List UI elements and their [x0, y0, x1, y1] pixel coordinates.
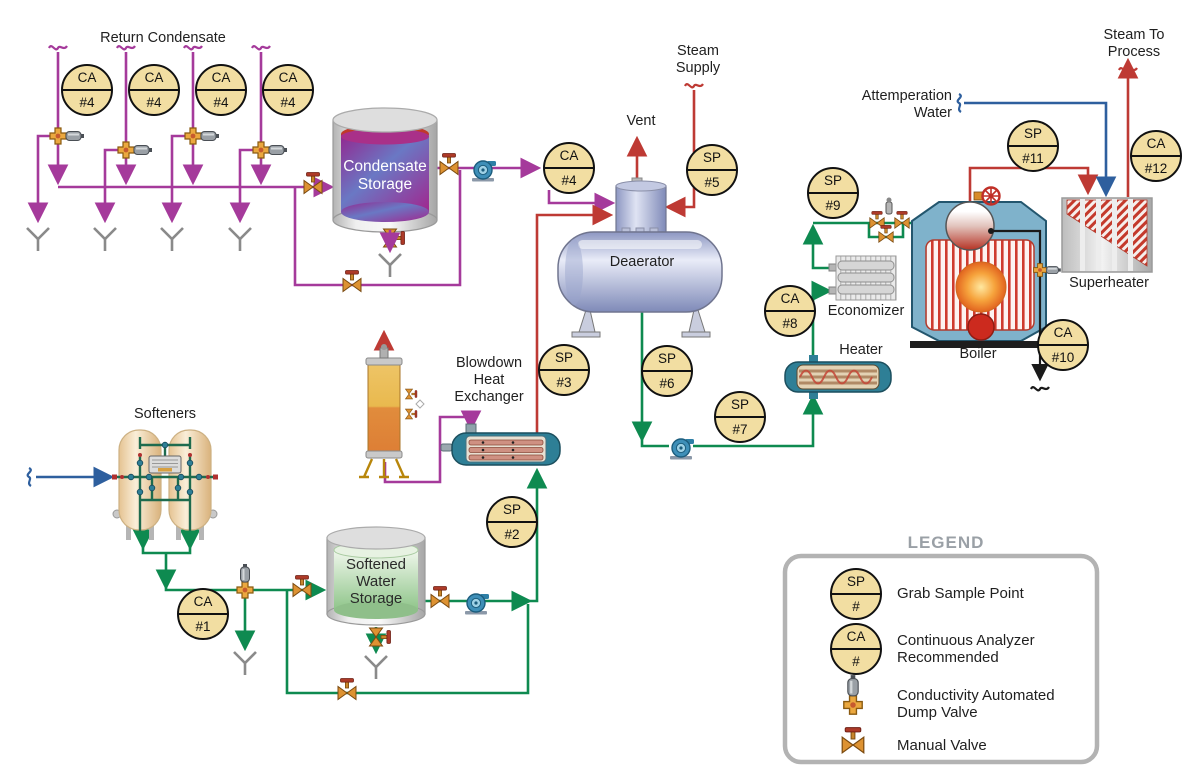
- drain-funnel-icon: [25, 226, 51, 253]
- deaerator-vessel: [557, 177, 723, 338]
- economizer-vessel: [828, 255, 897, 301]
- tag-sp-2: SP#2: [486, 496, 538, 548]
- boiler-steam-handwheel-valve: [973, 186, 1001, 206]
- drain-funnel-icon: [159, 226, 185, 253]
- boiler-label: Boiler: [959, 346, 997, 362]
- tag-sp-3: SP#3: [538, 344, 590, 396]
- return-condensate-label: Return Condensate: [100, 30, 226, 46]
- softeners-label: Softeners: [133, 406, 197, 422]
- tag-ca-4-c: CA#4: [195, 64, 247, 116]
- manual-valve-icon: [292, 575, 312, 597]
- legend-sp-symbol: SP#: [830, 568, 882, 620]
- manual-valve-icon: [369, 627, 391, 647]
- tag-sp-9: SP#9: [807, 167, 859, 219]
- dump-valve-icon: [50, 128, 84, 144]
- drain-funnel-icon: [232, 650, 258, 677]
- blowdown-heat-exchanger-vessel: [440, 423, 561, 466]
- legend-dump-valve-1: Conductivity Automated: [897, 687, 1055, 704]
- attemperation-water-label: Attemperation Water: [861, 88, 952, 121]
- boiler-vessel: [910, 201, 1047, 348]
- squiggle-icon: [26, 466, 33, 488]
- drain-funnel-icon: [227, 226, 253, 253]
- legend-title: LEGEND: [907, 533, 985, 552]
- tag-ca-8: CA#8: [764, 285, 816, 337]
- squiggle-icon: [956, 92, 963, 114]
- dump-valve-icon: [1034, 264, 1061, 277]
- steam-supply-label: Steam Supply: [675, 43, 721, 76]
- legend-continuous-analyzer-1: Continuous Analyzer: [897, 632, 1035, 649]
- blowdown-tap-point: [988, 228, 994, 234]
- blowdown-heat-exchanger-label: Blowdown Heat Exchanger: [454, 355, 524, 405]
- dump-valve-icon: [253, 142, 287, 158]
- dump-valve-icon: [118, 142, 152, 158]
- tag-ca-12: CA#12: [1130, 130, 1182, 182]
- heater-vessel: [784, 355, 892, 399]
- drain-funnel-icon: [377, 252, 403, 279]
- heater-label: Heater: [839, 342, 883, 358]
- tag-sp-6: SP#6: [641, 345, 693, 397]
- squiggle-icon: [683, 82, 705, 89]
- manual-valve-icon: [878, 224, 894, 243]
- manual-valve-icon: [337, 678, 357, 700]
- raw-water-pipes: [36, 101, 1117, 488]
- legend-ca-symbol: CA#: [830, 623, 882, 675]
- boiler-blowdown-pipe: [991, 229, 1049, 382]
- squiggle-icon: [250, 44, 272, 51]
- condensate-storage-label: Condensate Storage: [343, 158, 427, 193]
- softeners-unit: [112, 429, 218, 540]
- superheater-label: Superheater: [1069, 275, 1149, 291]
- drain-funnel-icon: [363, 654, 389, 681]
- squiggle-icon: [1029, 385, 1051, 392]
- blowdown-flash-tank: [359, 344, 425, 479]
- tag-sp-5: SP#5: [686, 144, 738, 196]
- dump-valve-icon: [237, 564, 253, 598]
- softened-water-storage-label: Softened Water Storage: [345, 556, 407, 607]
- tag-ca-1: CA#1: [177, 588, 229, 640]
- tag-ca-4-e: CA#4: [543, 142, 595, 194]
- dump-valve-icon: [185, 128, 219, 144]
- condensate-pipes: [27, 52, 616, 484]
- manual-valve-icon: [342, 270, 362, 292]
- manual-valve-icon: [430, 586, 450, 608]
- legend-grab-sample-point: Grab Sample Point: [897, 585, 1024, 602]
- flash-tank-side-valves: [405, 388, 425, 420]
- manual-valve-icon: [303, 172, 323, 194]
- legend-manual-valve: Manual Valve: [897, 737, 987, 754]
- vent-label: Vent: [626, 113, 656, 129]
- steam-to-process-label: Steam To Process: [1103, 27, 1165, 60]
- superheater-vessel: [1061, 197, 1153, 273]
- squiggle-icon: [47, 44, 69, 51]
- manual-valve-icon: [383, 228, 405, 248]
- condensate-storage-tank: [332, 107, 438, 233]
- tag-sp-7: SP#7: [714, 391, 766, 443]
- tag-ca-4-b: CA#4: [128, 64, 180, 116]
- manual-valve-icon: [439, 153, 459, 175]
- drain-funnel-icon: [92, 226, 118, 253]
- tag-ca-4-d: CA#4: [262, 64, 314, 116]
- deaerator-label: Deaerator: [609, 254, 675, 270]
- pump-icon: [669, 438, 695, 461]
- pump-icon: [471, 160, 497, 183]
- legend-continuous-analyzer-2: Recommended: [897, 649, 999, 666]
- feedwater-instrument: [885, 197, 893, 215]
- squiggle-icon: [1117, 66, 1139, 73]
- softened-water-storage-tank: [326, 526, 426, 626]
- pump-icon: [464, 593, 490, 616]
- tag-sp-11: SP#11: [1007, 120, 1059, 172]
- tag-ca-10: CA#10: [1037, 319, 1089, 371]
- economizer-label: Economizer: [827, 303, 905, 319]
- legend-dump-valve-2: Dump Valve: [897, 704, 978, 721]
- tag-ca-4-a: CA#4: [61, 64, 113, 116]
- steam-pipes: [373, 57, 1139, 434]
